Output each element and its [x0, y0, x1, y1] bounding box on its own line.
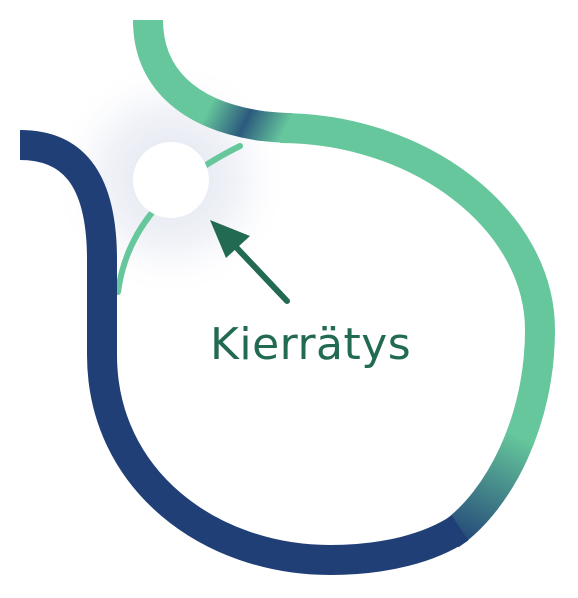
recycling-label: Kierrätys	[210, 319, 412, 370]
loop-navy-segment	[19, 130, 469, 576]
loop-green-entry	[133, 19, 293, 143]
loop-green-segment	[279, 113, 556, 548]
highlight-node	[133, 142, 209, 218]
pointer-arrow	[210, 220, 290, 304]
